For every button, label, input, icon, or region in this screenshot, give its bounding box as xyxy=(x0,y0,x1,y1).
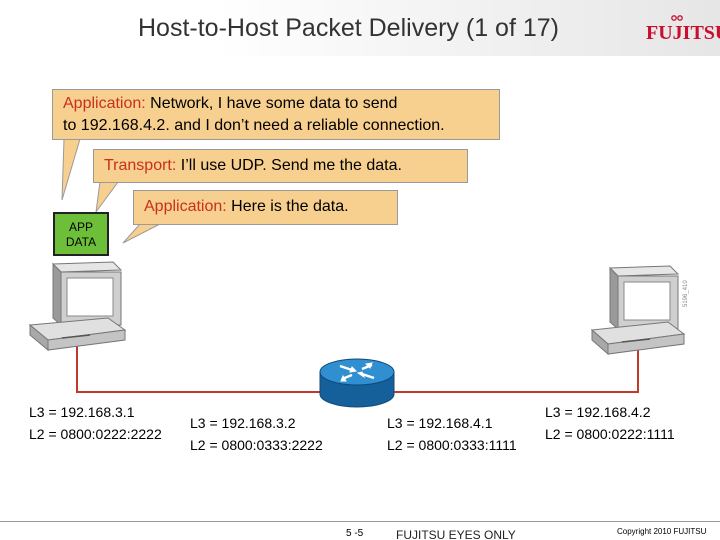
host-right-computer-icon xyxy=(590,265,686,356)
l3-address: L3 = 192.168.3.1 xyxy=(29,404,135,420)
slide-title: Host-to-Host Packet Delivery (1 of 17) xyxy=(138,14,559,42)
address-router-right: L3 = 192.168.4.1 L2 = 0800:0333:1111 xyxy=(387,412,517,456)
l2-address: L2 = 0800:0222:1111 xyxy=(545,426,675,442)
l3-address: L3 = 192.168.4.1 xyxy=(387,415,493,431)
bubble-tail-2 xyxy=(95,181,119,213)
app-data-box: APP DATA xyxy=(53,212,109,256)
page-number: 5 -5 xyxy=(346,528,364,539)
l2-address: L2 = 0800:0222:2222 xyxy=(29,426,162,442)
app-data-line2: DATA xyxy=(65,235,97,249)
copyright-notice: Copyright 2010 FUJITSU xyxy=(617,527,707,536)
speech-bubble-application-data: Application: Here is the data. xyxy=(133,190,398,225)
app-data-line1: APP xyxy=(68,220,93,234)
fujitsu-logo: FUJITSU xyxy=(646,22,720,44)
speech-bubble-application-request: Application: Network, I have some data t… xyxy=(52,89,500,140)
host-left-computer-icon xyxy=(28,261,127,352)
speaker-label: Application: xyxy=(63,95,146,112)
l3-address: L3 = 192.168.4.2 xyxy=(545,404,651,420)
confidentiality-notice: FUJITSU EYES ONLY xyxy=(396,528,516,540)
bubble-tail-1 xyxy=(61,138,81,201)
router-icon xyxy=(319,358,395,408)
bubble-text: I’ll use UDP. Send me the data. xyxy=(176,157,402,174)
bubble-tail-3 xyxy=(122,223,161,244)
bubble-text: to 192.168.4.2. and I don’t need a relia… xyxy=(63,117,445,134)
bubble-text: Here is the data. xyxy=(226,198,349,215)
speaker-label: Application: xyxy=(144,198,227,215)
footer-divider xyxy=(0,521,720,522)
speaker-label: Transport: xyxy=(104,157,177,174)
address-host-right: L3 = 192.168.4.2 L2 = 0800:0222:1111 xyxy=(545,401,675,445)
address-router-left: L3 = 192.168.3.2 L2 = 0800:0333:2222 xyxy=(190,412,323,456)
logo-mark-icon xyxy=(671,15,683,21)
figure-id: 5196_410 xyxy=(683,280,689,307)
l2-address: L2 = 0800:0333:1111 xyxy=(387,437,517,453)
bubble-text: Network, I have some data to send xyxy=(145,95,398,112)
address-host-left: L3 = 192.168.3.1 L2 = 0800:0222:2222 xyxy=(29,401,162,445)
speech-bubble-transport: Transport: I’ll use UDP. Send me the dat… xyxy=(93,149,468,183)
l3-address: L3 = 192.168.3.2 xyxy=(190,415,296,431)
slide-header: Host-to-Host Packet Delivery (1 of 17) F… xyxy=(0,0,720,56)
l2-address: L2 = 0800:0333:2222 xyxy=(190,437,323,453)
